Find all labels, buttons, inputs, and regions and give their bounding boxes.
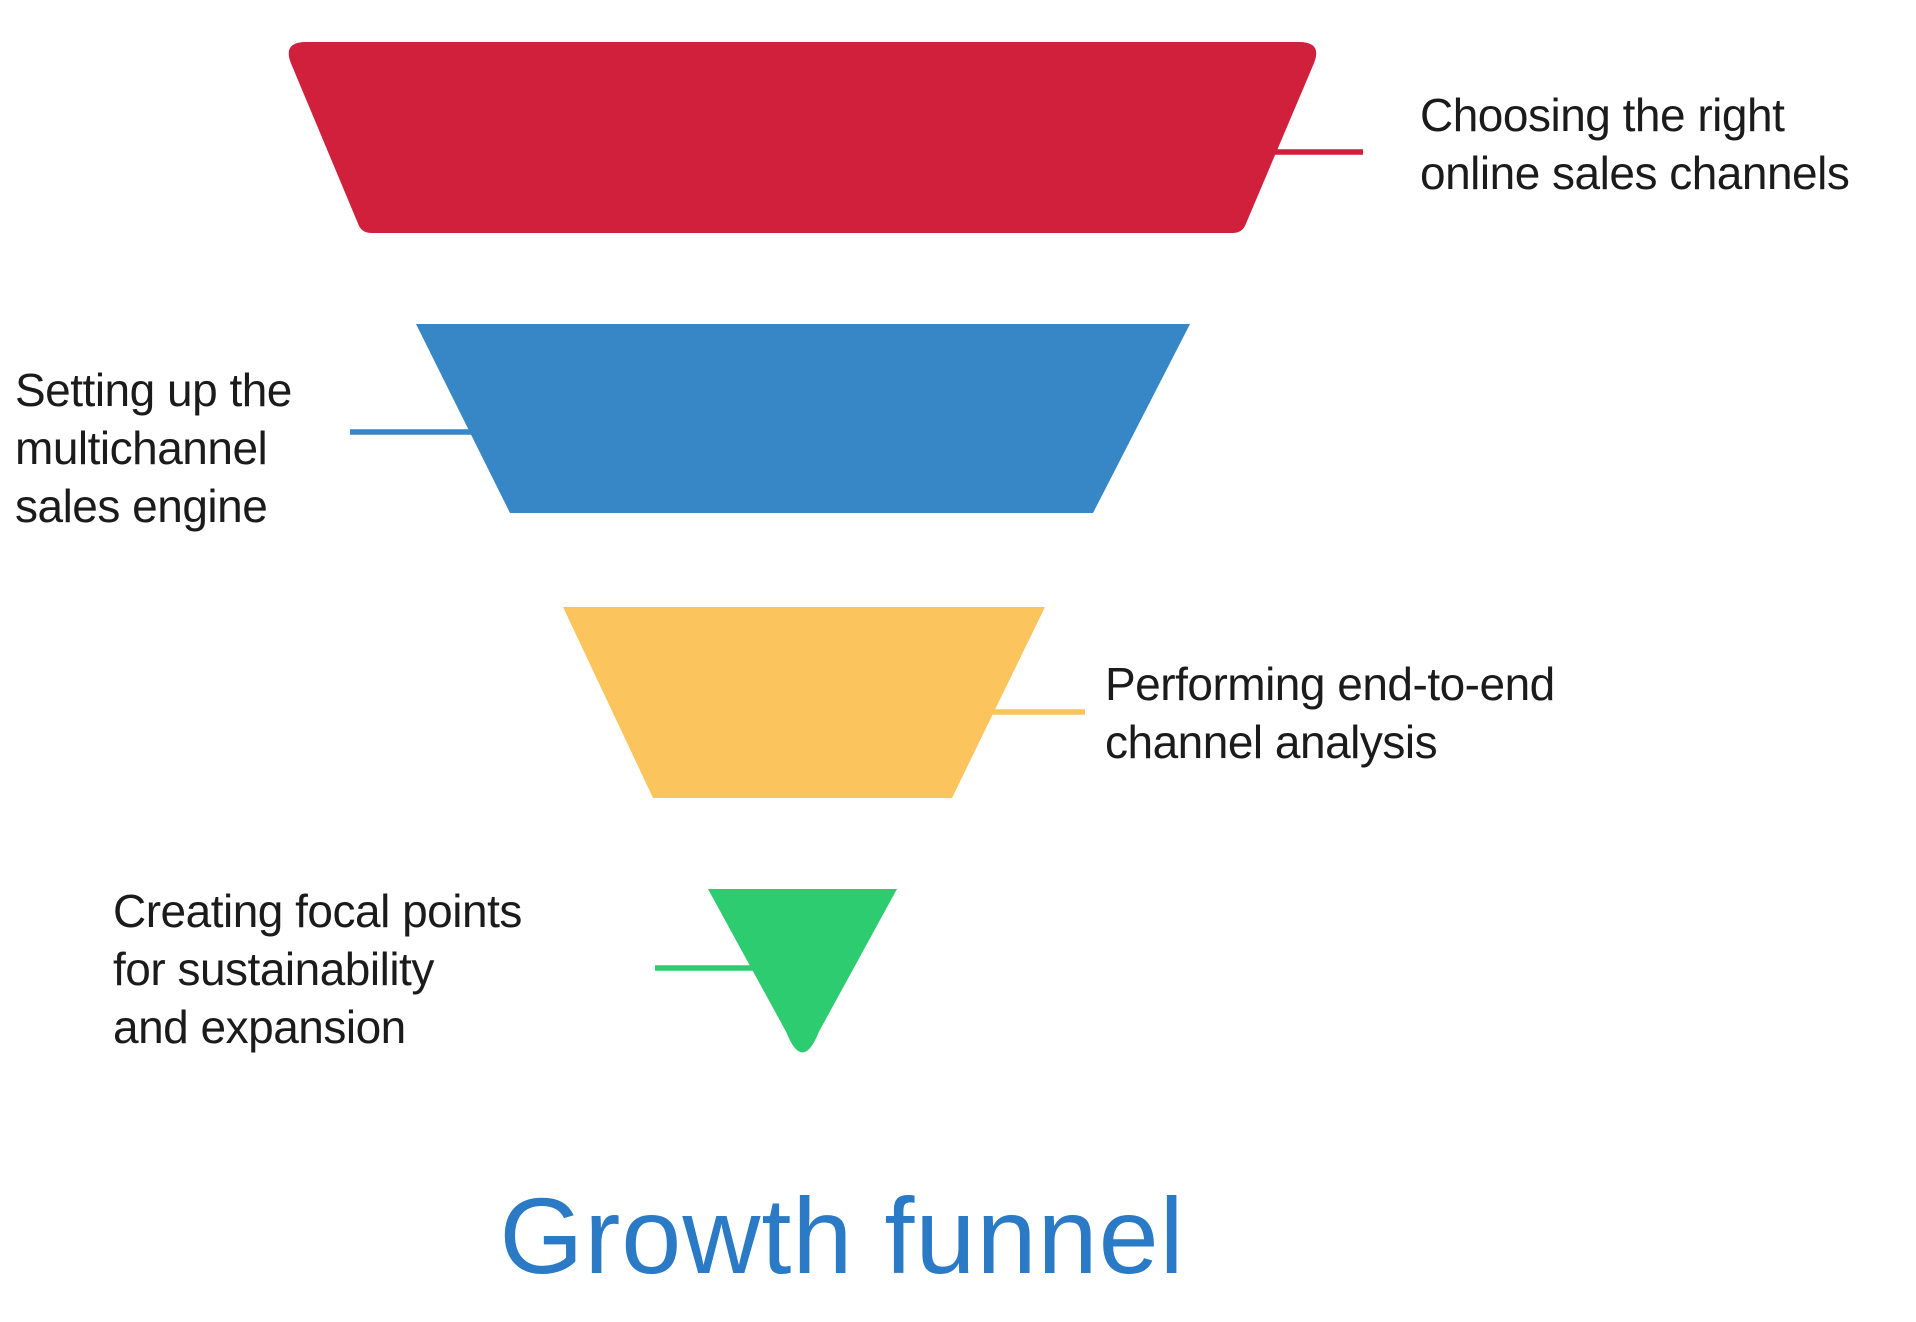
funnel-stage-2-label: Setting up the multichannel sales engine (15, 364, 292, 532)
funnel-stage-3-label: Performing end-to-end channel analysis (1105, 658, 1555, 768)
funnel-stage-1-shape (288, 42, 1317, 233)
diagram-title: Growth funnel (499, 1175, 1185, 1296)
funnel-stage-1-label: Choosing the right online sales channels (1420, 89, 1850, 199)
funnel-stage-3-shape (563, 607, 1045, 798)
funnel-stage-4-label: Creating focal points for sustainability… (113, 885, 522, 1053)
funnel-stage-4-shape (708, 889, 897, 1053)
funnel-stage-2-shape (416, 324, 1190, 513)
